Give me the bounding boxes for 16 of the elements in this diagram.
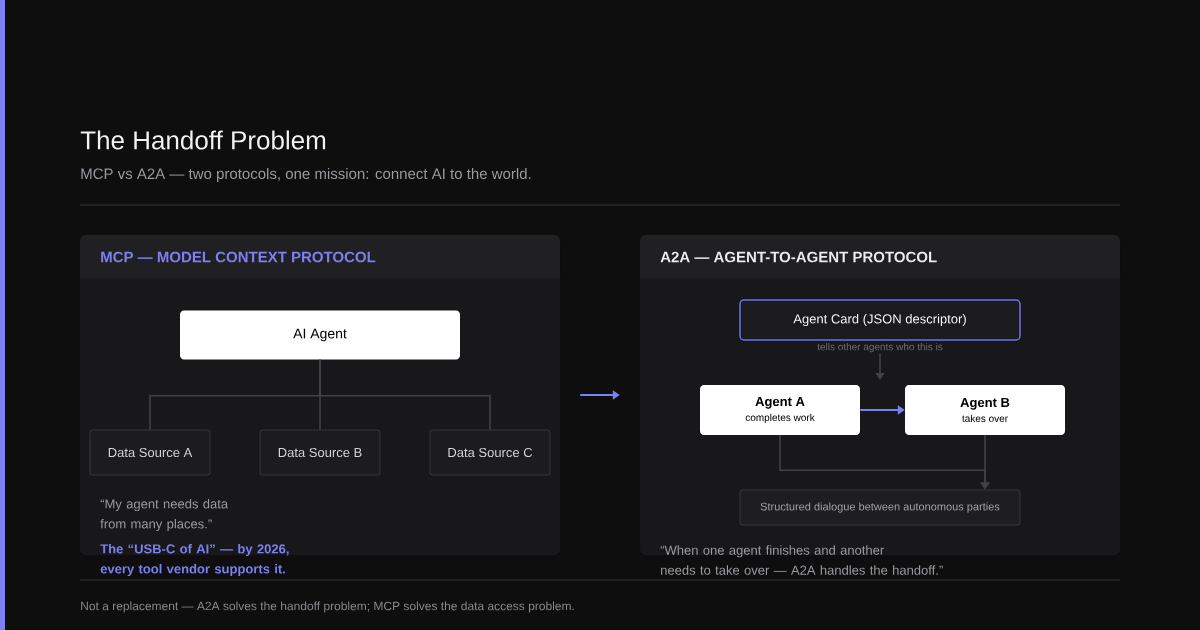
source-box: Data Source A	[89, 429, 211, 476]
source-box: Data Source B	[259, 429, 381, 476]
quote-text: “When one agent finishes and another needs to take over — A2A handles the handoff.”	[660, 545, 943, 575]
connector-line	[319, 358, 491, 431]
box-caption: tells other agents who this is	[817, 342, 943, 353]
source-box: Data Source C	[429, 429, 551, 476]
highlight-text: The “USB-C of AI” — by 2026, every tool vendor supports it.	[100, 543, 289, 577]
title: The Handoff Problem	[80, 130, 326, 150]
agent-box: AI Agent	[180, 310, 460, 360]
card-box: Agent Card (JSON descriptor)	[739, 299, 1021, 341]
quote-text: “My agent needs data from many places.”	[100, 498, 229, 532]
agent-box: Agent A completes work	[700, 385, 860, 435]
footnote-text: Not a replacement — A2A solves the handoff problem; MCP solves the data access problem.	[81, 601, 574, 613]
agent-box: Agent B takes over	[905, 385, 1065, 435]
subtitle: MCP vs A2A — two protocols, one mission: connect AI to the world.	[81, 168, 531, 182]
dialogue-box: Structured dialogue between autonomous parties	[739, 489, 1021, 526]
